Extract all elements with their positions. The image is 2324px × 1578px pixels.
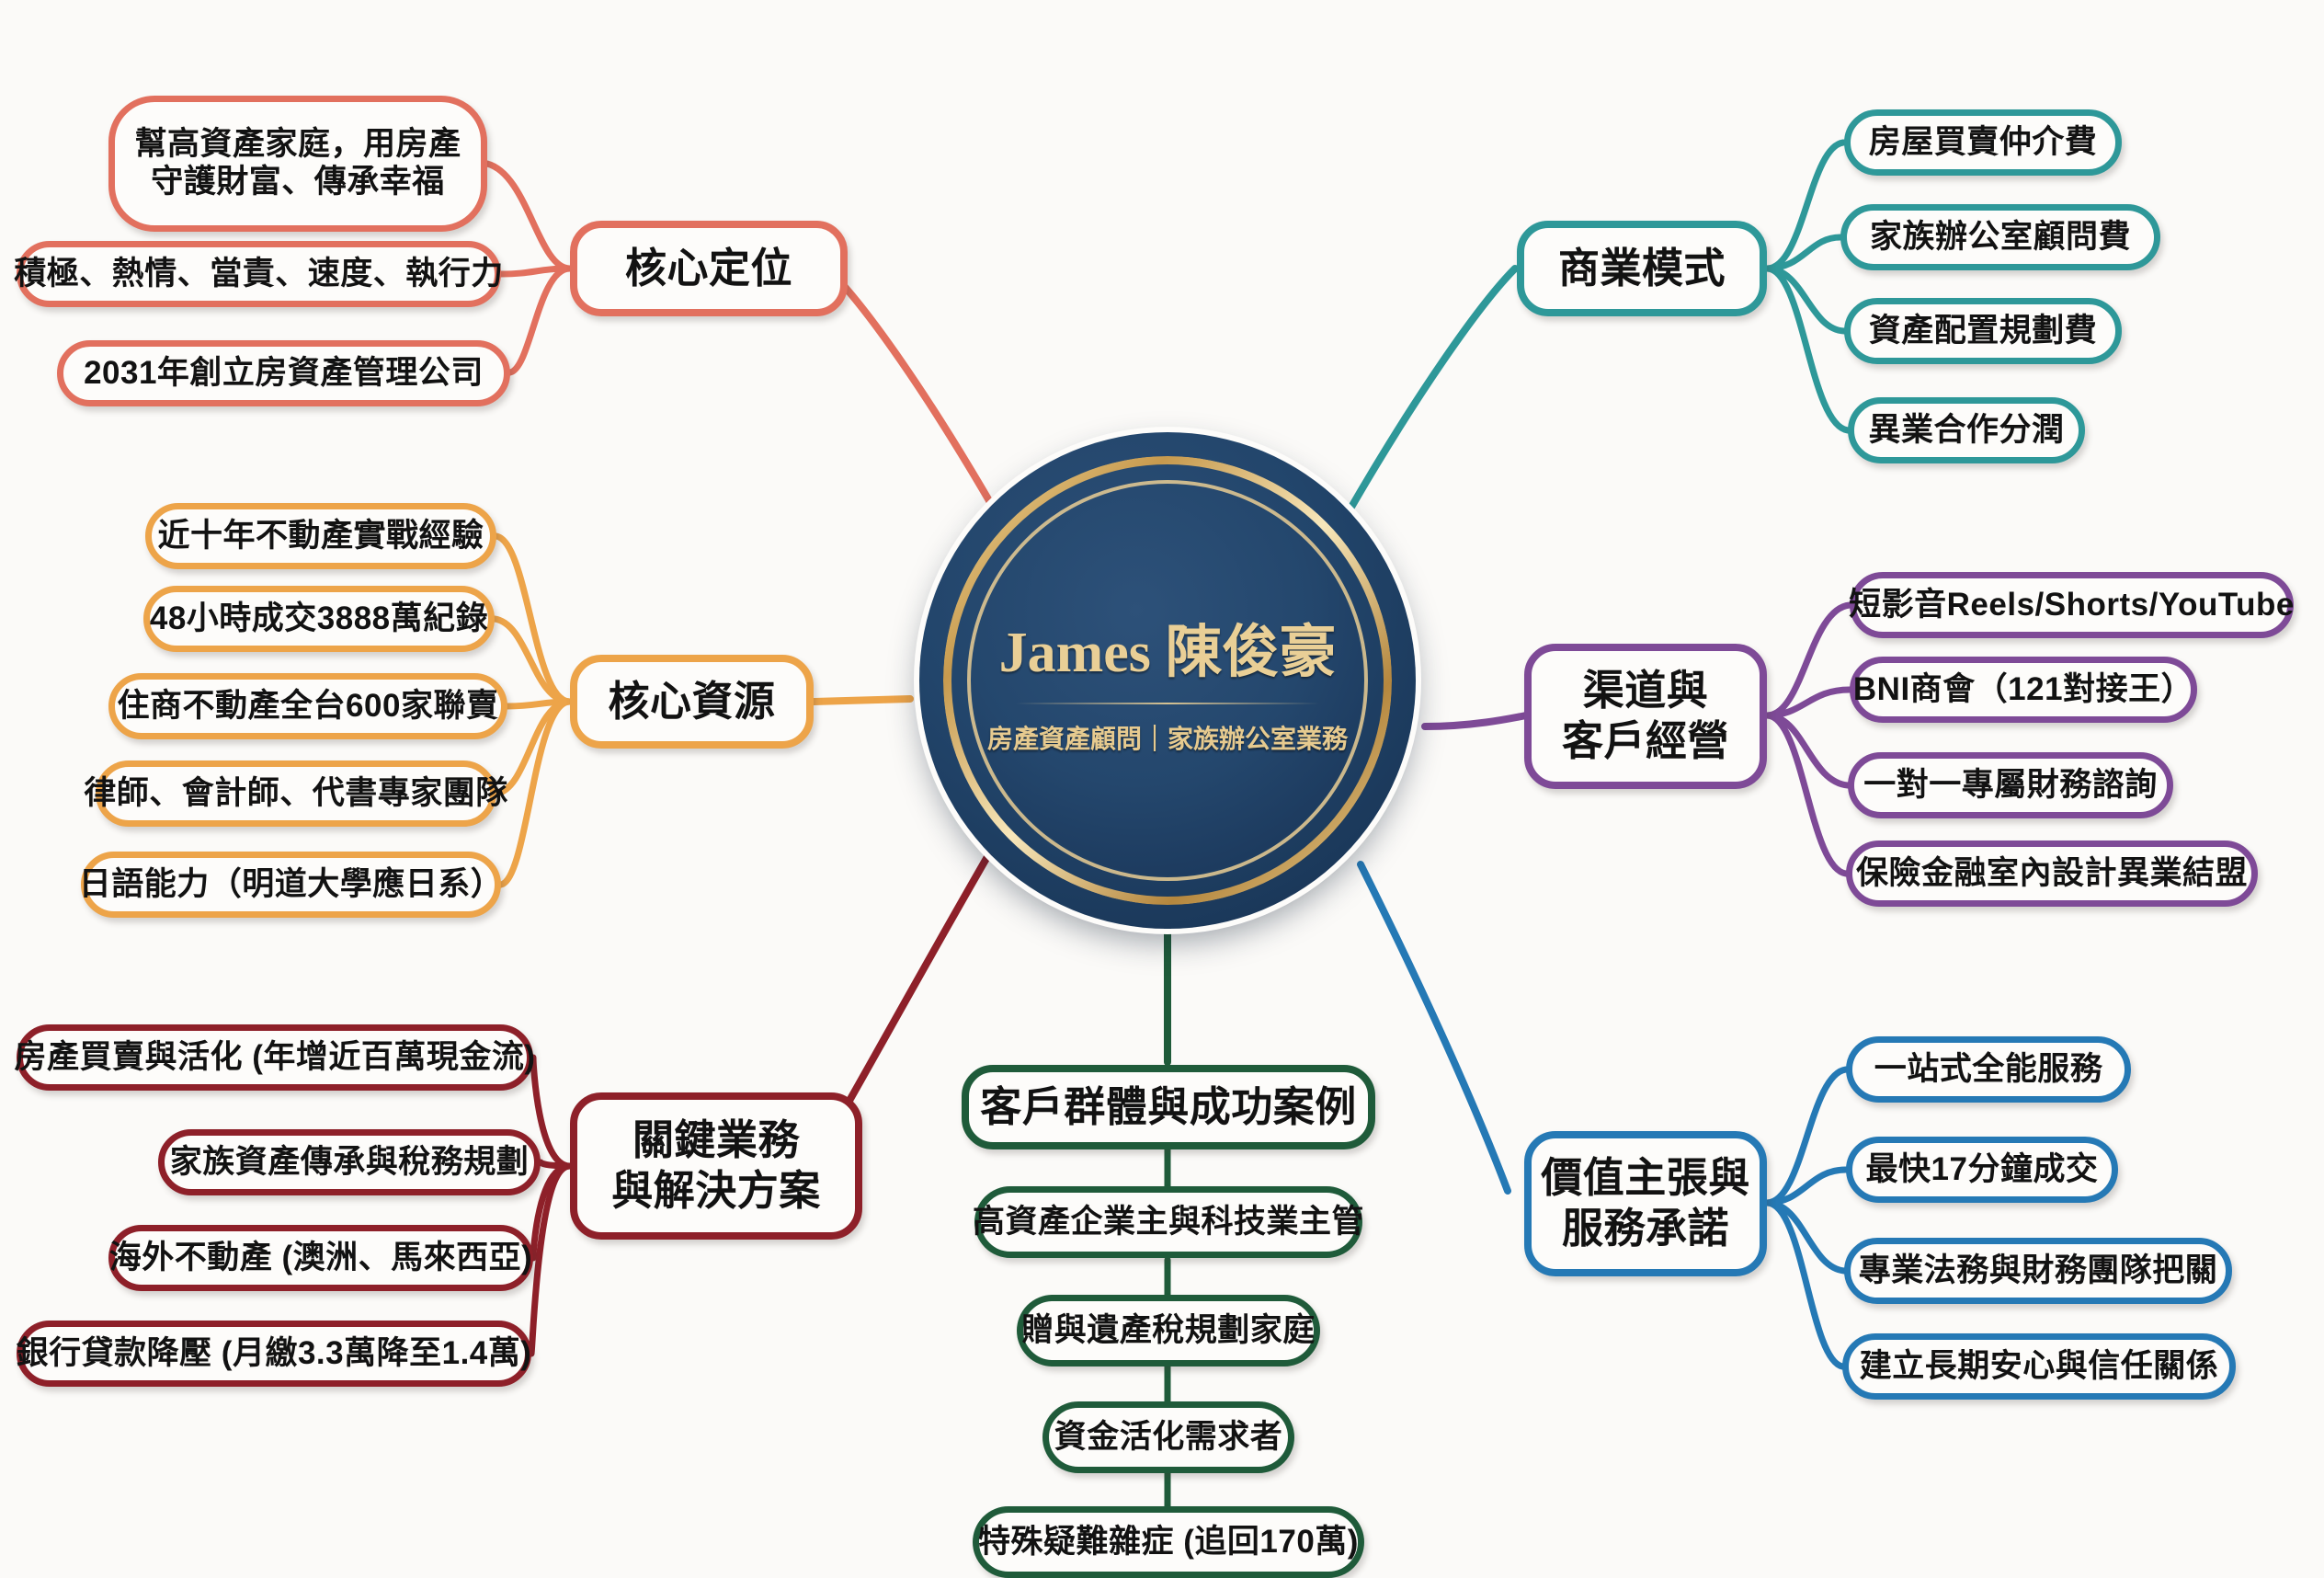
wire-vp-4 bbox=[1763, 1199, 1846, 1370]
trunk-core-positioning bbox=[824, 265, 1001, 519]
wire-ch-1 bbox=[1763, 601, 1853, 719]
leaf-core-resources-1[interactable]: 近十年不動產實戰經驗 bbox=[145, 503, 496, 569]
leaf-core-positioning-3[interactable]: 2031年創立房資產管理公司 bbox=[57, 340, 510, 406]
wire-cp-3 bbox=[507, 265, 574, 376]
wire-vp-1 bbox=[1763, 1066, 1850, 1206]
branch-key-business[interactable]: 關鍵業務 與解決方案 bbox=[570, 1092, 862, 1240]
leaf-core-resources-4[interactable]: 律師、會計師、代書專家團隊 bbox=[84, 760, 507, 827]
leaf-core-resources-5[interactable]: 日語能力（明道大學應日系） bbox=[79, 852, 503, 918]
wire-cr-5 bbox=[497, 698, 574, 888]
gold-inner-ring bbox=[967, 480, 1368, 881]
leaf-value-promise-4[interactable]: 建立長期安心與信任關係 bbox=[1842, 1333, 2236, 1400]
wire-cp-1 bbox=[484, 160, 574, 272]
wire-ch-4 bbox=[1763, 712, 1850, 877]
central-title: James 陳俊豪 bbox=[998, 622, 1337, 684]
leaf-core-positioning-1[interactable]: 幫高資產家庭，用房產 守護財富、傳承幸福 bbox=[108, 96, 487, 232]
branch-core-resources[interactable]: 核心資源 bbox=[570, 655, 814, 749]
wire-ch-2 bbox=[1763, 686, 1853, 719]
central-divider bbox=[1016, 703, 1319, 704]
branch-channels-clients[interactable]: 渠道與 客戶經營 bbox=[1524, 644, 1767, 789]
leaf-key-business-1[interactable]: 房產買賣與活化 (年增近百萬現金流) bbox=[14, 1024, 535, 1091]
leaf-clients-cases-2[interactable]: 贈與遺產稅規劃家庭 bbox=[1017, 1295, 1320, 1366]
leaf-core-resources-3[interactable]: 住商不動產全台600家聯賣 bbox=[108, 673, 507, 739]
trunk-value-promise bbox=[1357, 861, 1511, 1195]
central-subtitle: 房產資產顧問｜家族辦公室業務 bbox=[986, 725, 1348, 753]
leaf-clients-cases-3[interactable]: 資金活化需求者 bbox=[1042, 1401, 1294, 1473]
branch-value-promise[interactable]: 價值主張與 服務承諾 bbox=[1524, 1131, 1767, 1276]
leaf-core-resources-2[interactable]: 48小時成交3888萬紀錄 bbox=[143, 586, 495, 652]
leaf-value-promise-2[interactable]: 最快17分鐘成交 bbox=[1846, 1137, 2118, 1203]
leaf-core-positioning-2[interactable]: 積極、熱情、當責、速度、執行力 bbox=[14, 241, 503, 307]
branch-business-model[interactable]: 商業模式 bbox=[1517, 221, 1767, 316]
leaf-business-model-4[interactable]: 異業合作分潤 bbox=[1848, 397, 2085, 463]
wire-cr-1 bbox=[493, 532, 574, 705]
wire-bm-4 bbox=[1763, 265, 1851, 434]
leaf-channels-clients-2[interactable]: BNI商會（121對接王） bbox=[1850, 657, 2197, 723]
trunk-business-model bbox=[1343, 265, 1519, 519]
branch-core-positioning[interactable]: 核心定位 bbox=[570, 221, 848, 316]
leaf-channels-clients-3[interactable]: 一對一專屬財務諮詢 bbox=[1848, 752, 2173, 818]
central-node[interactable]: James 陳俊豪 房產資產顧問｜家族辦公室業務 bbox=[919, 432, 1416, 929]
leaf-business-model-2[interactable]: 家族辦公室顧問費 bbox=[1840, 204, 2160, 270]
wire-kb-1 bbox=[530, 1054, 574, 1170]
leaf-business-model-3[interactable]: 資產配置規劃費 bbox=[1844, 298, 2122, 364]
leaf-clients-cases-1[interactable]: 高資產企業主與科技業主管 bbox=[973, 1186, 1364, 1258]
wire-bm-1 bbox=[1763, 139, 1847, 272]
leaf-value-promise-1[interactable]: 一站式全能服務 bbox=[1846, 1036, 2131, 1103]
leaf-business-model-1[interactable]: 房屋買賣仲介費 bbox=[1844, 109, 2122, 176]
leaf-channels-clients-1[interactable]: 短影音Reels/Shorts/YouTube bbox=[1849, 572, 2294, 638]
leaf-key-business-2[interactable]: 家族資產傳承與稅務規劃 bbox=[158, 1129, 541, 1195]
leaf-value-promise-3[interactable]: 專業法務與財務團隊把關 bbox=[1844, 1238, 2232, 1304]
trunk-core-resources bbox=[810, 695, 914, 705]
wire-kb-4 bbox=[528, 1162, 574, 1357]
trunk-channels bbox=[1421, 712, 1530, 730]
wire-cr-2 bbox=[491, 615, 574, 705]
branch-clients-cases[interactable]: 客戶群體與成功案例 bbox=[962, 1065, 1375, 1149]
leaf-key-business-3[interactable]: 海外不動產 (澳洲、馬來西亞) bbox=[108, 1225, 533, 1291]
leaf-key-business-4[interactable]: 銀行貸款降壓 (月繳3.3萬降至1.4萬) bbox=[17, 1321, 531, 1387]
leaf-channels-clients-4[interactable]: 保險金融室內設計異業結盟 bbox=[1846, 840, 2258, 907]
leaf-clients-cases-4[interactable]: 特殊疑難雜症 (追回170萬) bbox=[973, 1506, 1364, 1578]
